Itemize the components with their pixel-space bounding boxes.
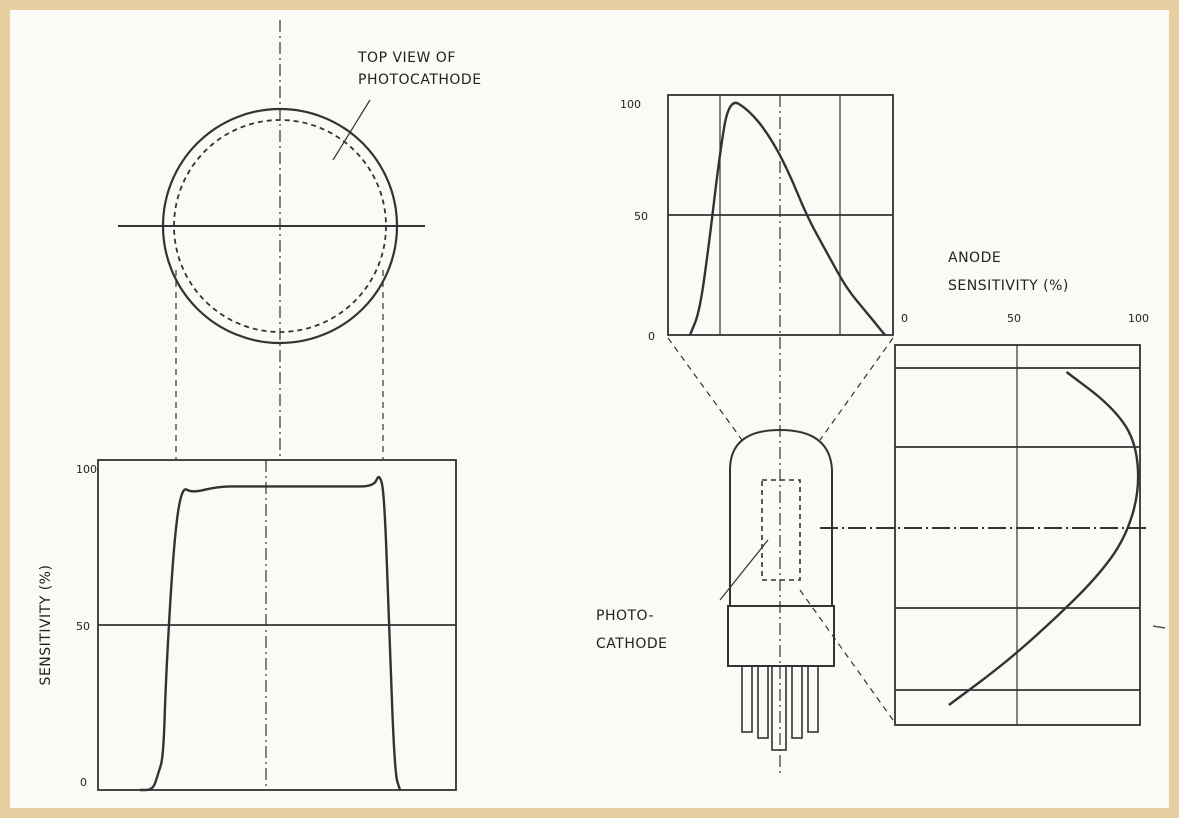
- anode-tick-0: 0: [901, 312, 908, 325]
- left-tick-50: 50: [76, 620, 90, 633]
- left-tick-100: 100: [76, 463, 97, 476]
- photocathode-sensitivity-diagram: TOP VIEW OF PHOTOCATHODE 100 50 0 SENSIT…: [38, 20, 1166, 792]
- tube-projection-left: [667, 337, 743, 441]
- anode-sensitivity-curve: [948, 371, 1140, 706]
- top-view-label-line1: TOP VIEW OF: [357, 50, 456, 66]
- outer-circle: [161, 107, 399, 345]
- photocathode-label-line2: CATHODE: [596, 636, 668, 652]
- anode-axis-title-line1: ANODE: [948, 250, 1001, 266]
- left-y-axis-title: SENSITIVITY (%): [38, 565, 54, 686]
- top-sensitivity-chart: 100 50 0: [620, 94, 894, 343]
- tube-projection-bottom: [799, 589, 894, 721]
- figure-frame: TOP VIEW OF PHOTOCATHODE 100 50 0 SENSIT…: [10, 10, 1169, 808]
- anode-sensitivity-chart: 0 50 100 ANODE SENSITIVITY (%): [820, 250, 1166, 726]
- top-sensitivity-curve: [688, 101, 886, 336]
- photomultiplier-tube: PHOTO- CATHODE: [596, 428, 835, 751]
- top-view-label-line2: PHOTOCATHODE: [358, 72, 482, 88]
- left-sensitivity-curve: [139, 475, 402, 792]
- tube-glass-envelope: [729, 428, 833, 606]
- top-tick-100: 100: [620, 98, 641, 111]
- tube-pins: [741, 665, 819, 751]
- photocathode-outline: [761, 479, 801, 581]
- stray-mark: [1152, 625, 1166, 629]
- top-tick-50: 50: [634, 210, 648, 223]
- tube-base: [727, 605, 835, 667]
- left-sensitivity-chart: 100 50 0 SENSITIVITY (%): [38, 459, 457, 792]
- photocathode-dashed-circle: [173, 119, 387, 333]
- anode-tick-50: 50: [1007, 312, 1021, 325]
- anode-tick-100: 100: [1128, 312, 1149, 325]
- left-tick-0: 0: [80, 776, 87, 789]
- photocathode-leader: [719, 539, 769, 601]
- anode-axis-title-line2: SENSITIVITY (%): [948, 278, 1069, 294]
- photocathode-top-view: TOP VIEW OF PHOTOCATHODE: [118, 20, 482, 460]
- top-tick-0: 0: [648, 330, 655, 343]
- tube-projection-right: [819, 337, 894, 441]
- top-view-leader: [332, 99, 371, 161]
- photocathode-label-line1: PHOTO-: [596, 608, 654, 624]
